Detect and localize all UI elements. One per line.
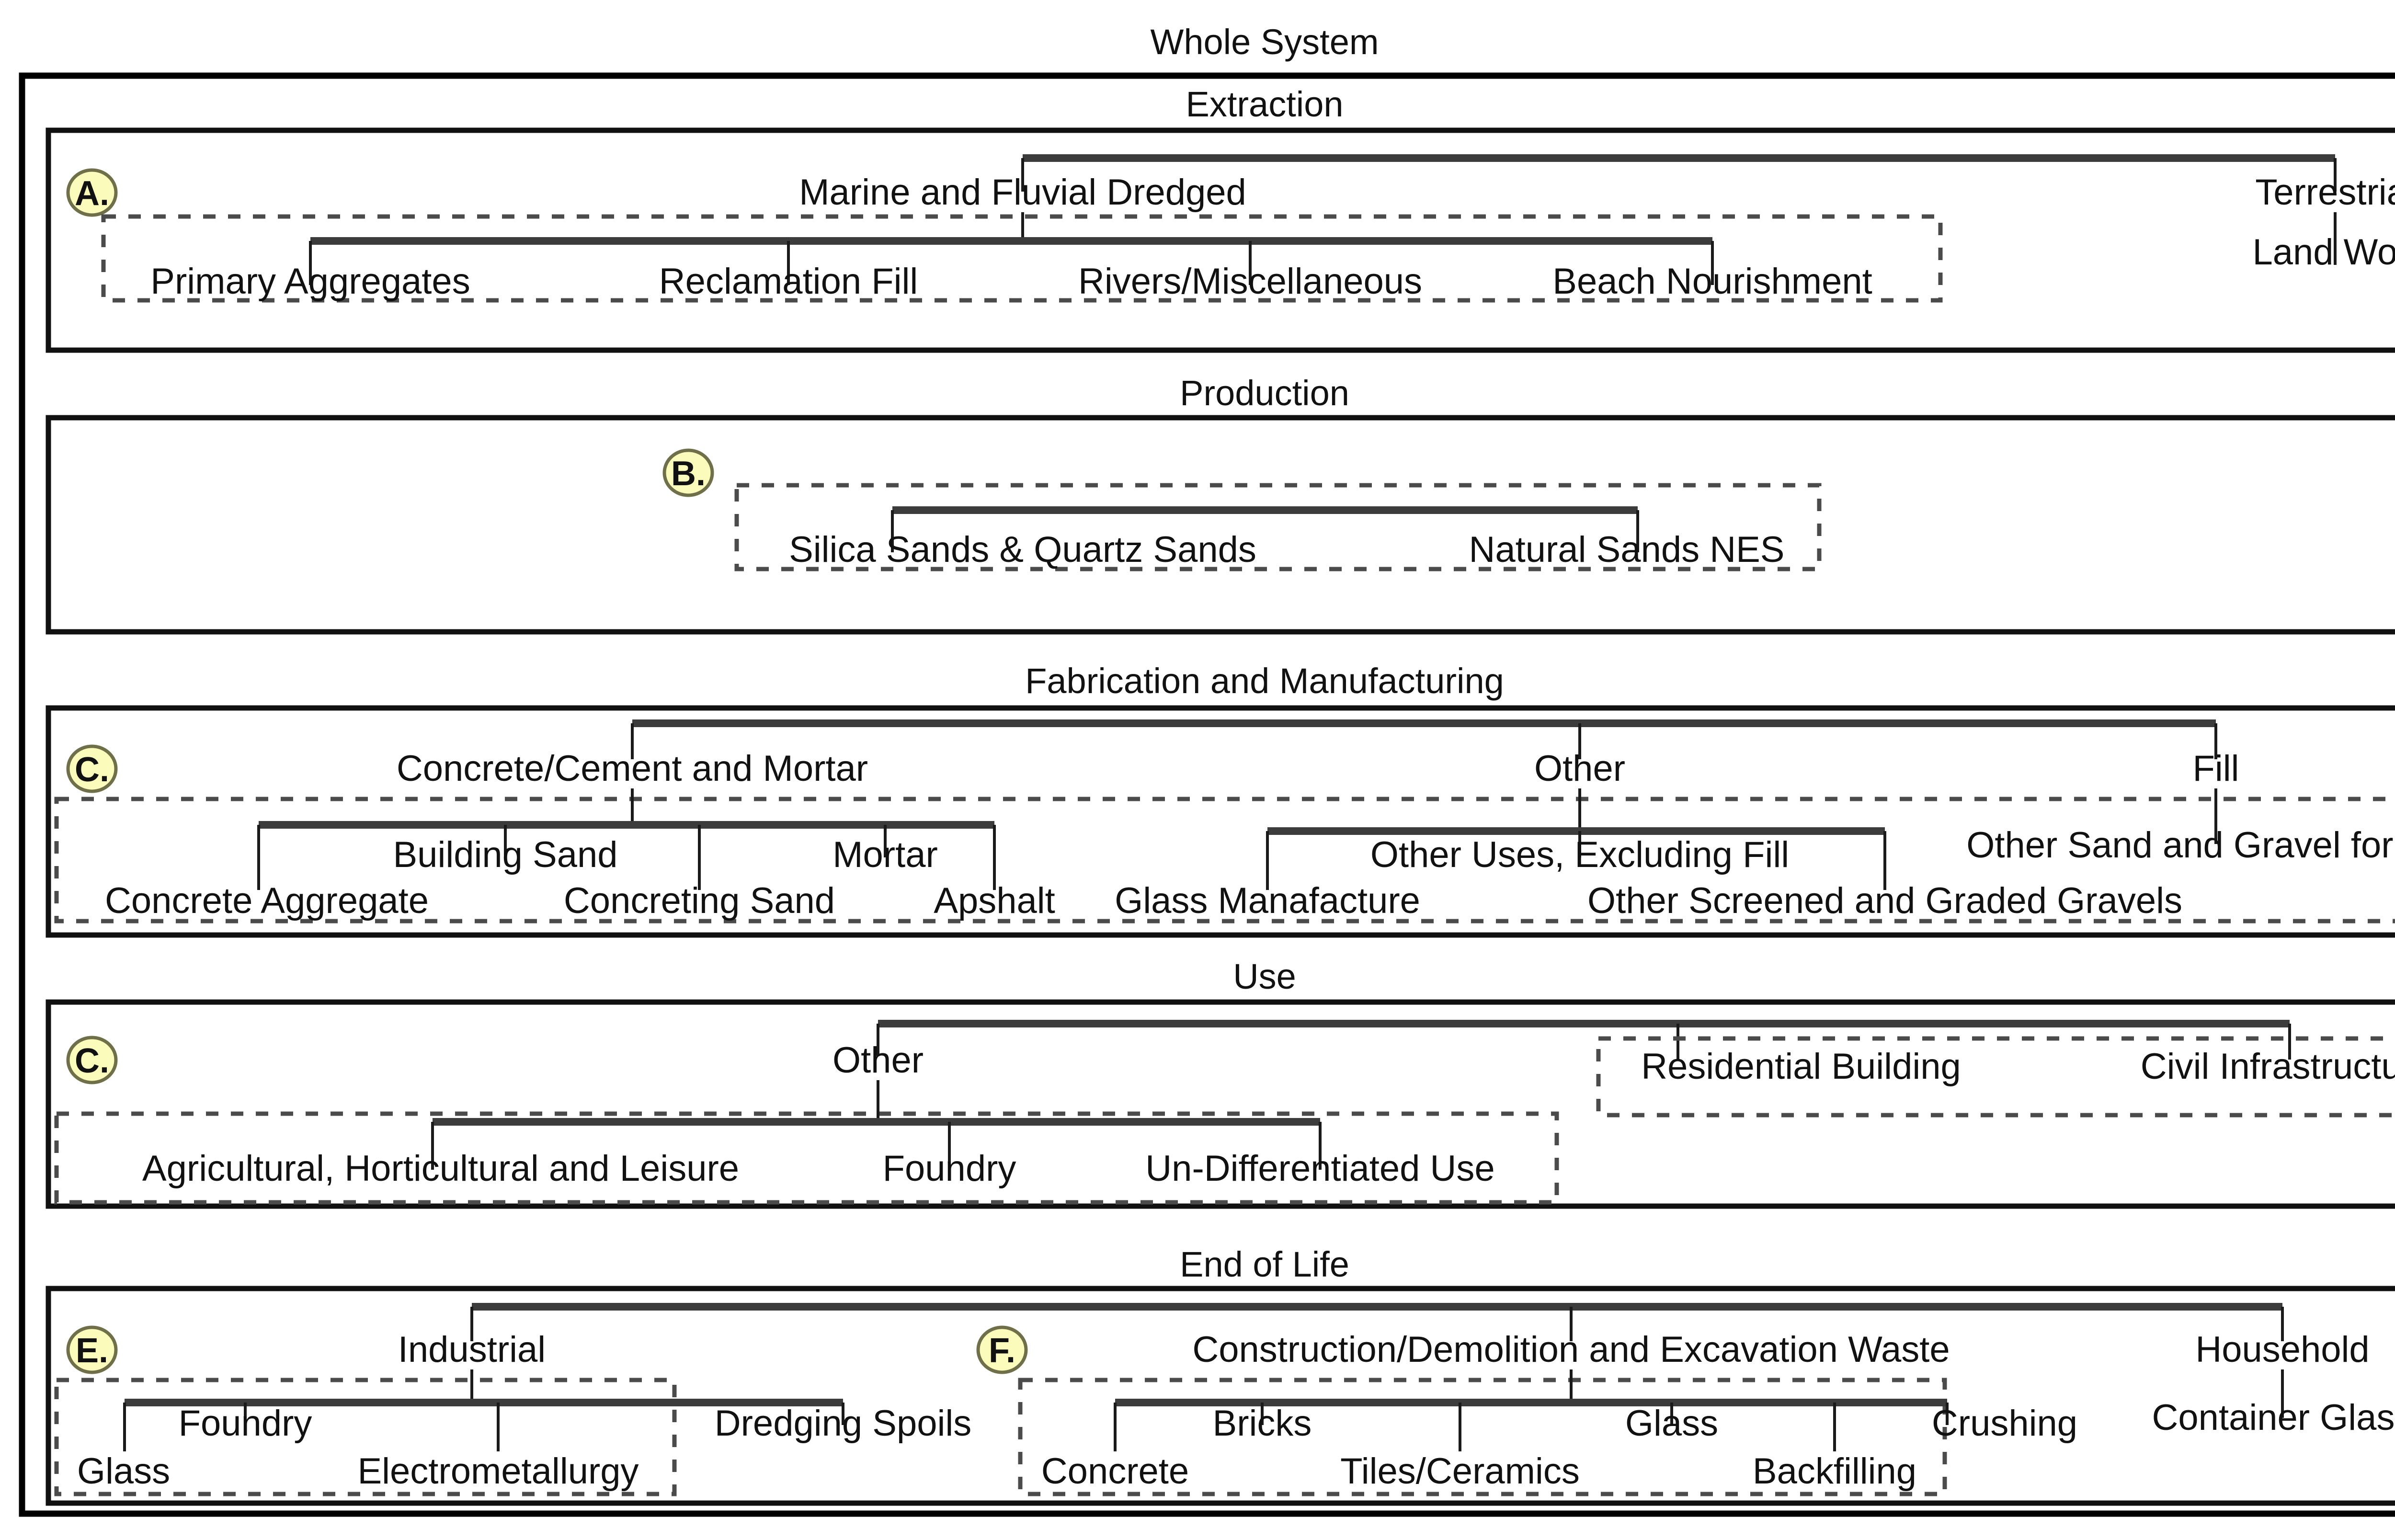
node-other-fabrication: Other	[1534, 748, 1625, 789]
dashed-group-use-other	[54, 1111, 1559, 1205]
section-title-production: Production	[1180, 373, 1349, 413]
node-industrial: Industrial	[398, 1329, 546, 1370]
node-concrete-aggregate: Concrete Aggregate	[105, 880, 429, 921]
badge-c-use-label: C.	[75, 1042, 109, 1080]
node-glass-cdw: Glass	[1625, 1403, 1718, 1444]
node-bricks: Bricks	[1213, 1403, 1312, 1444]
node-land-won: Land Won	[2252, 232, 2395, 273]
section-title-extraction: Extraction	[1186, 84, 1343, 124]
section-box-use	[46, 999, 2395, 1209]
node-construction-demolition-and-excavation-waste: Construction/Demolition and Excavation W…	[1192, 1329, 1950, 1370]
section-title-use: Use	[1233, 957, 1296, 996]
dashed-group-extraction	[101, 214, 1943, 303]
node-other-uses-excluding-fill: Other Uses, Excluding Fill	[1370, 834, 1789, 875]
badge-e-label: E.	[76, 1332, 108, 1370]
badge-e-shape	[66, 1325, 118, 1374]
node-container-glass: Container Glass	[2152, 1397, 2395, 1438]
dashed-group-production	[734, 483, 1822, 571]
node-mortar: Mortar	[833, 834, 938, 875]
section-box-production	[46, 415, 2395, 635]
node-concrete-cement-and-mortar: Concrete/Cement and Mortar	[397, 748, 868, 789]
node-household: Household	[2195, 1329, 2369, 1370]
node-foundry-use: Foundry	[883, 1148, 1016, 1189]
node-reclamation-fill: Reclamation Fill	[659, 261, 918, 302]
node-marine-and-fluvial-dredged: Marine and Fluvial Dredged	[799, 172, 1246, 213]
node-dredging-spoils: Dredging Spoils	[715, 1403, 972, 1444]
badge-a-label: A.	[75, 174, 109, 213]
section-box-end-of-life	[46, 1286, 2395, 1506]
badge-b-shape	[662, 448, 714, 497]
node-natural-sands-nes: Natural Sands NES	[1469, 529, 1785, 570]
whole-system-title: Whole System	[1150, 22, 1379, 62]
badge-f-shape	[976, 1325, 1028, 1374]
node-foundry-industrial: Foundry	[179, 1403, 312, 1444]
node-other-screened-and-graded-gravels: Other Screened and Graded Gravels	[1587, 880, 2182, 921]
node-un-differentiated-use: Un-Differentiated Use	[1145, 1148, 1494, 1189]
section-box-fabrication	[46, 705, 2395, 938]
badge-a-shape	[66, 168, 118, 217]
node-building-sand: Building Sand	[393, 834, 617, 875]
badge-c-fabrication-label: C.	[75, 751, 109, 789]
node-residential-building: Residential Building	[1641, 1046, 1961, 1087]
node-tiles-ceramics: Tiles/Ceramics	[1340, 1451, 1580, 1492]
node-concrete-cdw: Concrete	[1041, 1451, 1189, 1492]
badge-b-label: B.	[671, 455, 706, 493]
node-crushing: Crushing	[1932, 1403, 2077, 1444]
badge-c-fabrication-shape	[66, 744, 118, 793]
node-beach-nourishment: Beach Nourishment	[1552, 261, 1872, 302]
node-civil-infrastructure: Civil Infrastructure	[2141, 1046, 2395, 1087]
node-concreting-sand: Concreting Sand	[564, 880, 835, 921]
badge-f-label: F.	[989, 1332, 1015, 1370]
dashed-group-use-buildings	[1596, 1036, 2395, 1118]
section-box-extraction	[46, 127, 2395, 353]
dashed-group-industrial	[54, 1378, 677, 1496]
dashed-group-cdw	[1018, 1378, 1947, 1496]
node-backfilling: Backfilling	[1753, 1451, 1916, 1492]
node-other-sand-and-gravel-for-fill: Other Sand and Gravel for Fill	[1966, 825, 2395, 866]
section-title-end-of-life: End of Life	[1180, 1244, 1349, 1284]
node-other-use: Other	[833, 1040, 924, 1081]
node-silica-sands-and-quartz-sands: Silica Sands & Quartz Sands	[789, 529, 1256, 570]
node-glass-manafacture: Glass Manafacture	[1115, 880, 1420, 921]
node-apshalt: Apshalt	[934, 880, 1055, 921]
section-title-fabrication: Fabrication and Manufacturing	[1025, 661, 1504, 701]
node-rivers-miscellaneous: Rivers/Miscellaneous	[1078, 261, 1422, 302]
node-electrometallurgy: Electrometallurgy	[357, 1451, 639, 1492]
node-agricultural-horticultural-and-leisure: Agricultural, Horticultural and Leisure	[142, 1148, 739, 1189]
whole-system-box	[19, 72, 2395, 1517]
node-primary-aggregates: Primary Aggregates	[150, 261, 470, 302]
node-terrestrial: Terrestrial	[2255, 172, 2395, 213]
badge-c-use-shape	[66, 1036, 118, 1084]
node-glass-industrial: Glass	[77, 1451, 170, 1492]
node-fill: Fill	[2192, 748, 2239, 789]
